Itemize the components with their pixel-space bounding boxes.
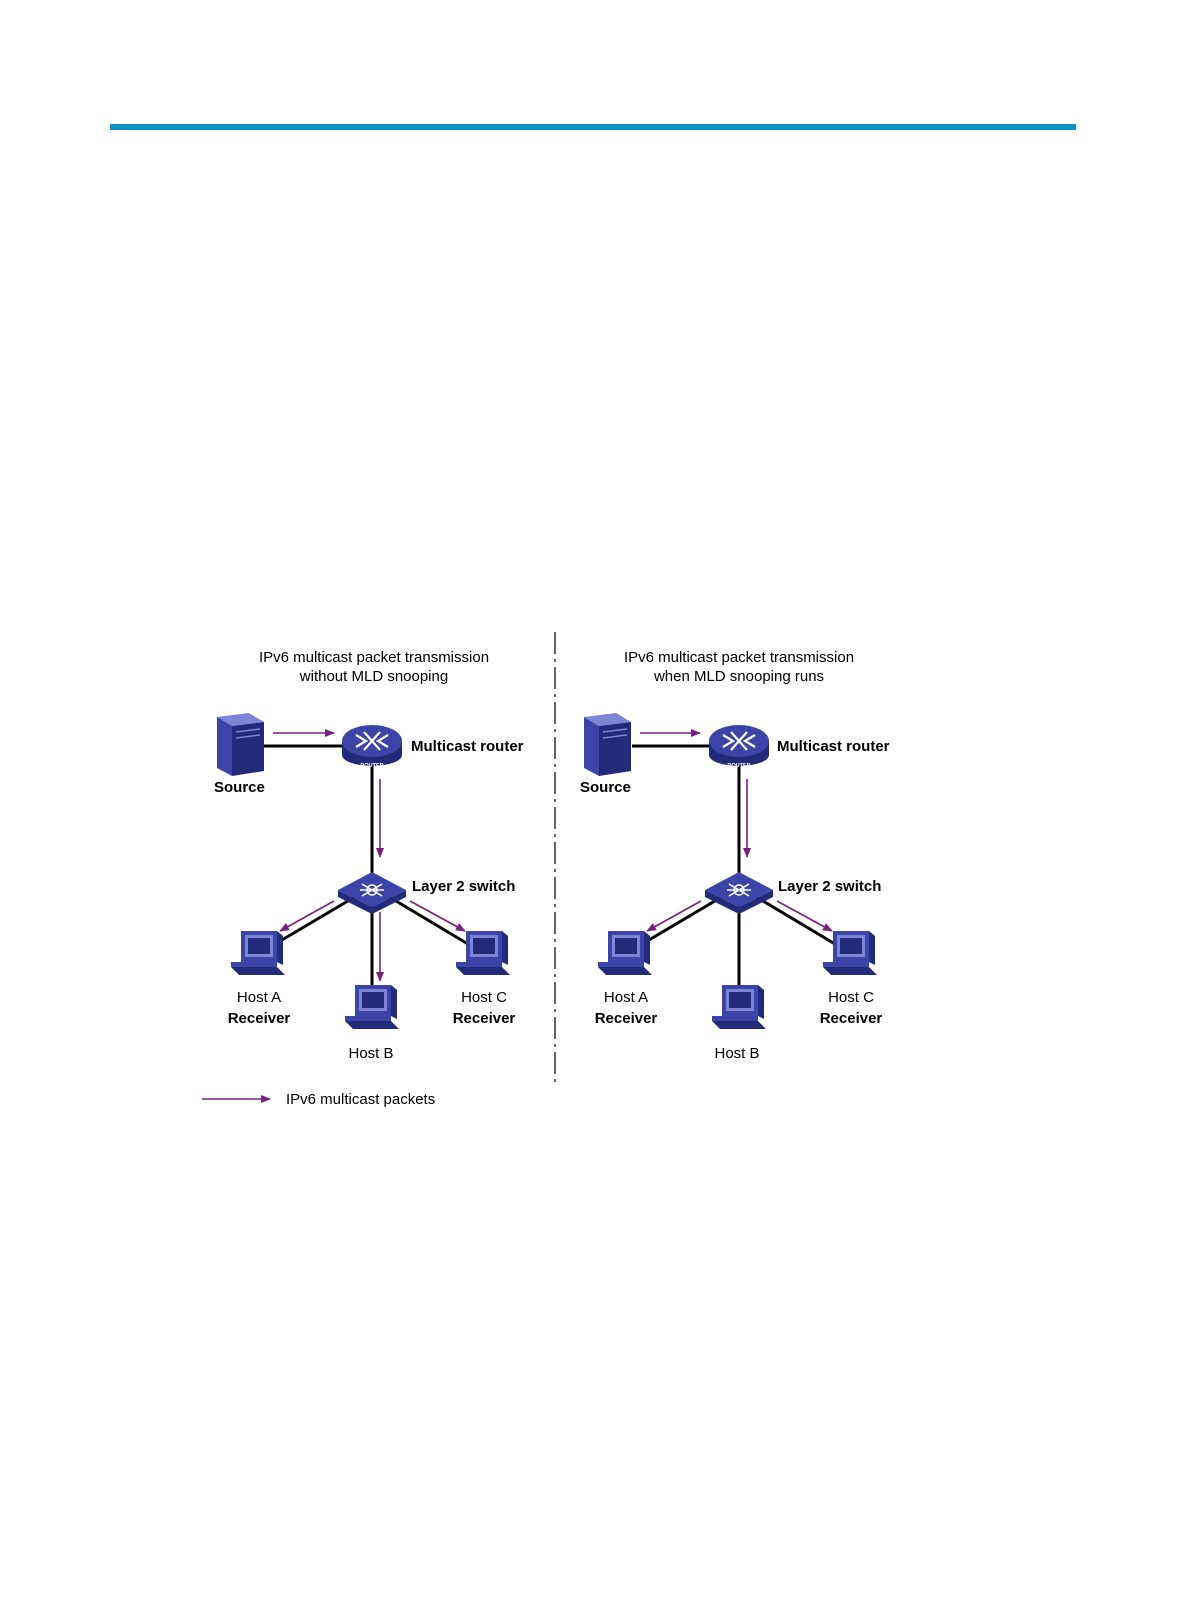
host-c-role: Receiver	[820, 1010, 883, 1027]
host-b-name: Host B	[714, 1045, 759, 1062]
host-c-role: Receiver	[453, 1010, 516, 1027]
router-label: Multicast router	[777, 738, 890, 755]
panel-title-line2: without MLD snooping	[299, 668, 448, 685]
host-a-role: Receiver	[228, 1010, 291, 1027]
source-label: Source	[214, 779, 265, 796]
mc-arrow-to-host-a	[646, 900, 702, 932]
panel-with-snooping: IPv6 multicast packet transmission when …	[580, 649, 890, 1062]
mc-arrow-to-host-c	[409, 900, 466, 932]
legend: IPv6 multicast packets	[202, 1091, 435, 1108]
router-icon: ROUTER	[342, 725, 402, 769]
host-b-name: Host B	[348, 1045, 393, 1062]
host-c-icon	[823, 931, 877, 975]
switch-icon	[705, 872, 773, 914]
source-label: Source	[580, 779, 631, 796]
legend-label: IPv6 multicast packets	[286, 1091, 435, 1108]
host-c-icon	[456, 931, 510, 975]
switch-icon	[338, 872, 406, 914]
host-b-icon	[345, 985, 399, 1029]
header-rule	[110, 124, 1076, 130]
router-badge: ROUTER	[727, 763, 750, 769]
panel-title-line2: when MLD snooping runs	[653, 668, 824, 685]
mc-arrow-to-host-a	[279, 900, 335, 932]
host-a-icon	[598, 931, 652, 975]
host-a-icon	[231, 931, 285, 975]
source-server-icon	[217, 713, 264, 776]
switch-label: Layer 2 switch	[412, 878, 515, 895]
router-label: Multicast router	[411, 738, 524, 755]
switch-label: Layer 2 switch	[778, 878, 881, 895]
mc-arrow-to-host-c	[776, 900, 833, 932]
switch-host-c-link	[752, 893, 846, 952]
panel-title-line1: IPv6 multicast packet transmission	[624, 649, 854, 666]
host-c-name: Host C	[828, 989, 874, 1006]
panel-title-line1: IPv6 multicast packet transmission	[259, 649, 489, 666]
host-a-role: Receiver	[595, 1010, 658, 1027]
host-a-name: Host A	[604, 989, 648, 1006]
switch-host-c-link	[385, 893, 479, 952]
panel-without-snooping: IPv6 multicast packet transmission witho…	[214, 649, 524, 1062]
host-c-name: Host C	[461, 989, 507, 1006]
host-b-icon	[712, 985, 766, 1029]
source-server-icon	[584, 713, 631, 776]
router-icon: ROUTER	[709, 725, 769, 769]
router-badge: ROUTER	[360, 763, 383, 769]
host-a-name: Host A	[237, 989, 281, 1006]
